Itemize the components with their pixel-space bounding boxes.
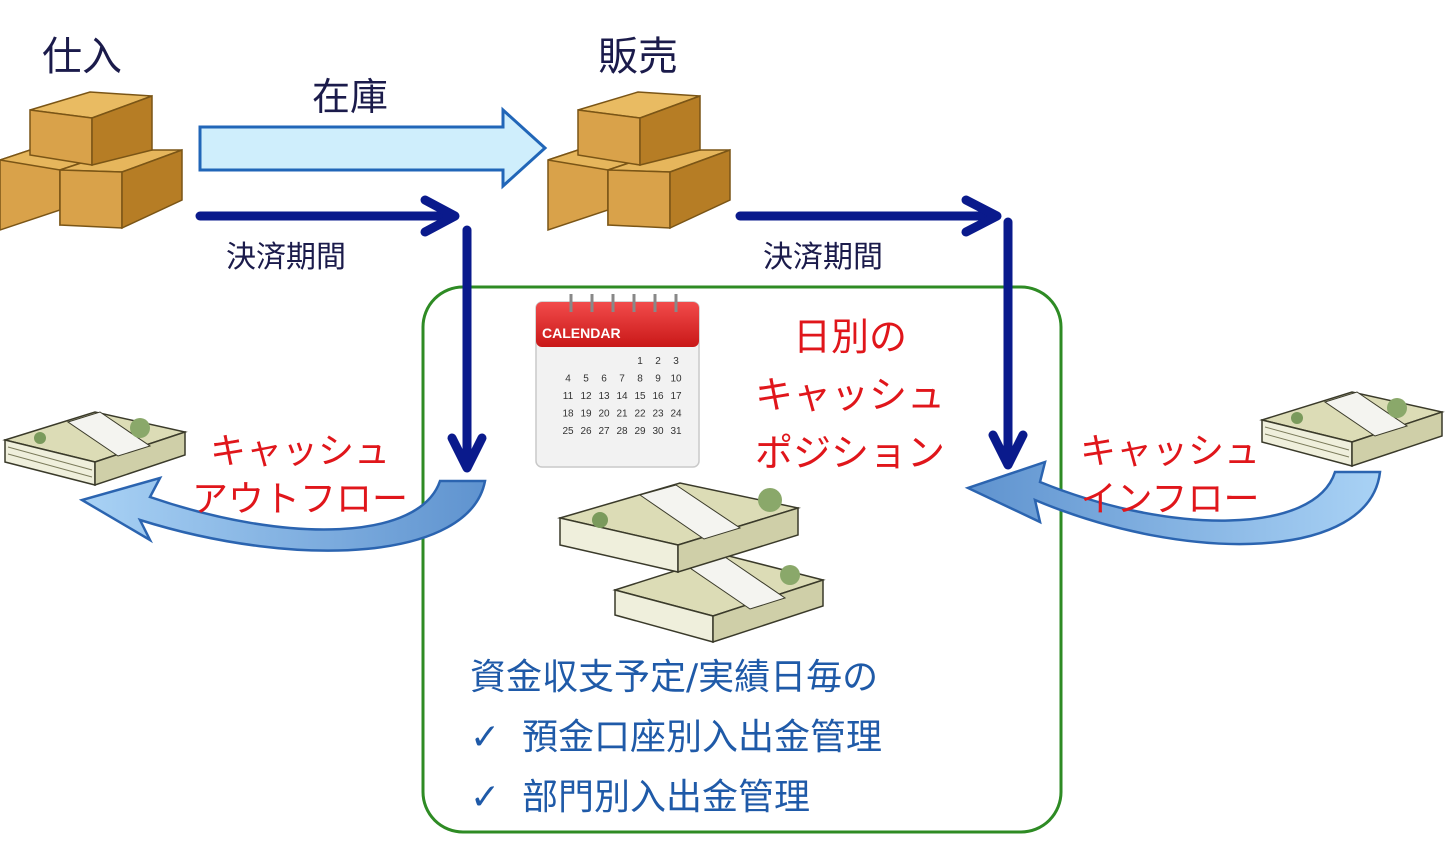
daily-cash-position-line1: 日別の [792,315,907,359]
inventory-label: 在庫 [312,75,389,119]
sales-boxes-icon [547,91,731,232]
purchase-label: 仕入 [42,34,122,80]
cash-inflow-line2: インフロー [1080,479,1260,520]
daily-cash-position-label: 日別の キャッシュ ポジション [745,308,955,482]
calendar-day: 7 [619,374,625,385]
daily-cash-position-line3: ポジション [754,431,945,475]
settlement-arrow-left [195,195,460,237]
summary-item-2: ✓ 部門別入出金管理 [470,768,810,820]
check-icon: ✓ [470,777,501,818]
cash-position-box [421,285,1063,834]
calendar-day: 12 [580,391,592,402]
cash-outflow-line1: キャッシュ [209,431,390,472]
money-bundle-right-icon [1259,391,1445,468]
calendar-day: 16 [652,391,664,402]
inflow-curve-arrow [964,460,1382,546]
cash-outflow-line2: アウトフロー [191,479,408,520]
calendar-day: 1 [637,356,643,367]
cash-inflow-line1: キャッシュ [1079,431,1260,472]
summary-heading: 資金収支予定/実績日毎の [470,657,879,698]
calendar-day: 27 [598,426,610,437]
calendar-day: 31 [670,426,682,437]
calendar-day: 20 [598,409,610,420]
down-arrow-right [988,217,1028,470]
purchase-boxes-icon [0,91,183,231]
sales-label: 販売 [598,34,678,80]
summary-item-1: ✓ 預金口座別入出金管理 [470,708,882,760]
calendar-day: 24 [670,409,682,420]
calendar-day: 30 [652,426,664,437]
outflow-curve-arrow [78,476,487,552]
calendar-day: 14 [616,391,628,402]
calendar-day: 22 [634,409,646,420]
calendar-day: 9 [655,374,661,385]
calendar-day: 4 [565,374,571,385]
money-stack-center-icon [557,482,826,644]
down-arrow-left [447,225,487,473]
summary-item-2-text: 部門別入出金管理 [522,777,811,818]
settlement-arrow-right [735,195,1002,237]
calendar-day: 25 [562,426,574,437]
calendar-day: 5 [583,374,589,385]
calendar-day: 6 [601,374,607,385]
calendar-header: CALENDAR [542,325,621,341]
calendar-day: 29 [634,426,646,437]
calendar-day: 15 [634,391,646,402]
check-icon: ✓ [470,717,501,758]
settlement-period-right-label: 決済期間 [763,240,883,275]
calendar-day: 10 [670,374,682,385]
cash-outflow-label: キャッシュ アウトフロー [180,428,420,524]
inventory-arrow [198,106,548,190]
calendar-day: 21 [616,409,628,420]
calendar-day: 3 [673,356,679,367]
summary-item-1-text: 預金口座別入出金管理 [522,717,883,758]
cash-inflow-label: キャッシュ インフロー [1075,428,1265,524]
calendar-day: 8 [637,374,643,385]
calendar-day: 17 [670,391,682,402]
calendar-day: 13 [598,391,610,402]
calendar-day: 2 [655,356,661,367]
calendar-day: 26 [580,426,592,437]
settlement-period-left-label: 決済期間 [226,240,346,275]
calendar-day: 19 [580,409,592,420]
daily-cash-position-line2: キャッシュ [754,373,945,417]
calendar-day: 28 [616,426,628,437]
calendar-day: 11 [563,391,574,402]
money-bundle-left-icon [2,411,188,487]
calendar-day: 23 [652,409,664,420]
calendar-day: 18 [562,409,574,420]
